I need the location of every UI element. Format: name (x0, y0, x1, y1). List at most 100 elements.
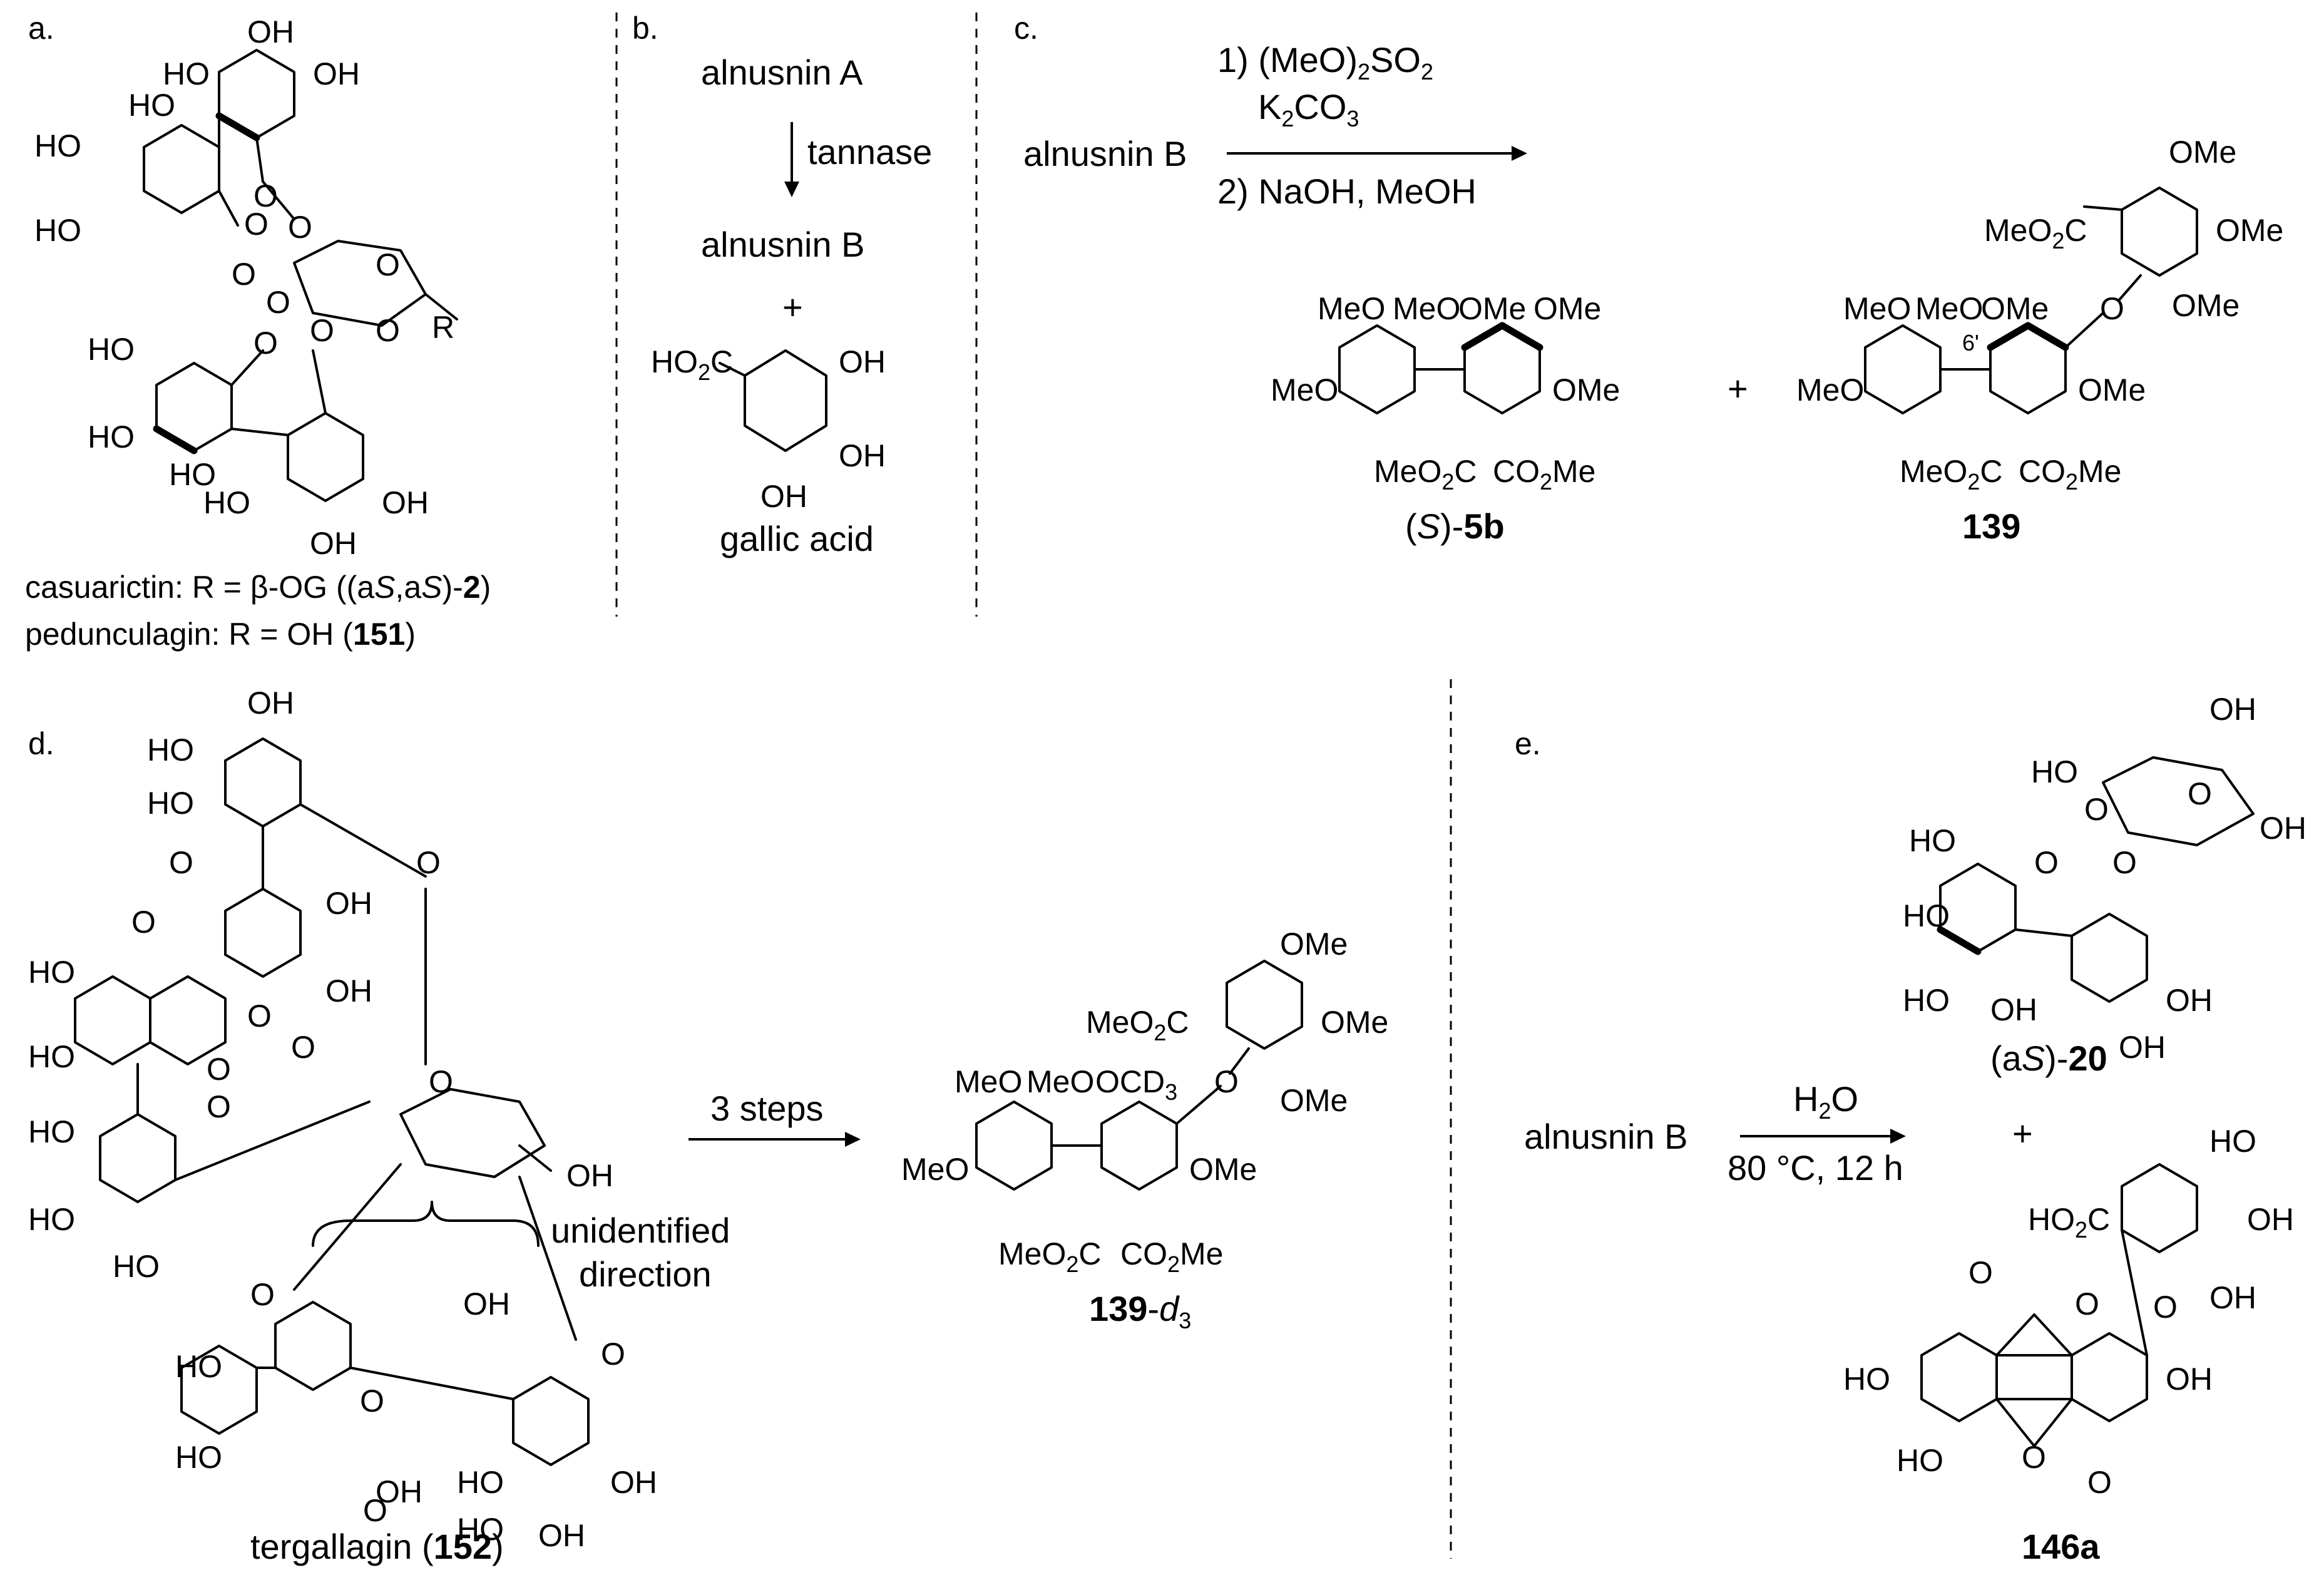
ring-a-bottom-right (287, 412, 364, 502)
ring-d-bottom-right (512, 1376, 590, 1466)
group-label: O (1968, 1255, 1993, 1290)
group-label: HO (203, 485, 250, 520)
group-label: CO2Me (1120, 1236, 1224, 1277)
bold-bond (1937, 926, 1982, 955)
bond (2083, 205, 2123, 211)
group-label: OH (1990, 992, 2037, 1027)
group-label: O (2087, 1465, 2112, 1500)
group-label: O (291, 1030, 315, 1065)
group-label: MeO2C (1984, 213, 2087, 254)
group-label: MeO2C (1900, 454, 2003, 495)
group-label: O (266, 285, 290, 320)
group-label: O (207, 1052, 231, 1087)
group-label: OH (325, 886, 372, 921)
bond (255, 136, 264, 183)
gallic-acid-label: gallic acid (720, 519, 874, 558)
ring-139d3-top (1226, 960, 1303, 1050)
group-label: MeO (1915, 291, 1983, 326)
group-label: MeO (1796, 372, 1864, 408)
group-label: OH (325, 973, 372, 1008)
group-label: OMe (1552, 372, 1620, 408)
group-label: HO (28, 1114, 75, 1149)
group-label: MeO (1026, 1064, 1094, 1099)
group-label: OH (247, 14, 294, 49)
group-label: OH (839, 438, 886, 473)
ring-146a-gallic (2121, 1163, 2198, 1253)
ether-bond (1229, 1047, 1250, 1075)
reagent-step-1b: K2CO3 (1258, 87, 1359, 131)
group-label: O (2188, 776, 2212, 811)
ring-139-left (1864, 324, 1942, 414)
unidentified-label: unidentified (551, 1211, 730, 1250)
bond (312, 349, 327, 414)
reagent-water: H2O (1793, 1079, 1858, 1124)
group-label: OMe (2078, 372, 2146, 408)
ring-5b-left (1338, 324, 1416, 414)
compound-20-label: (aS)-20 (1990, 1039, 2107, 1078)
arrowhead (784, 182, 799, 197)
plus-sign: + (1728, 369, 1748, 408)
group-label: MeO (955, 1064, 1022, 1099)
alnusnin-b-start: alnusnin B (1023, 134, 1187, 173)
biaryl-bond (230, 428, 289, 436)
group-label: O (416, 845, 441, 880)
group-label: HO (28, 955, 75, 990)
arrowhead (1512, 146, 1527, 161)
group-label: O (360, 1383, 384, 1418)
ether-bond (1175, 1085, 1222, 1125)
group-label: MeO2C (1086, 1005, 1189, 1045)
panel-c: c. alnusnin B 1) (MeO)2SO2 K2CO3 2) NaOH… (1014, 11, 2283, 546)
reagent-3-steps: 3 steps (710, 1089, 824, 1128)
group-label: OH (2209, 1280, 2256, 1315)
bold-bond (215, 112, 260, 141)
group-label: OH (2119, 1030, 2166, 1065)
group-label: OH (310, 526, 357, 561)
group-label: OH (313, 56, 360, 91)
group-label: OMe (1458, 291, 1526, 326)
group-label: HO (457, 1465, 504, 1500)
group-label: OMe (2216, 213, 2283, 248)
bold-bond (1461, 322, 1506, 351)
group-label: HO (1843, 1362, 1890, 1397)
group-label: HO (113, 1249, 160, 1284)
group-label: MeO (1318, 291, 1385, 326)
group-label: OH (376, 1474, 422, 1509)
group-label: OMe (1189, 1152, 1257, 1187)
panel-c-label: c. (1014, 11, 1038, 46)
group-label: O (376, 313, 400, 348)
group-label: O (2022, 1440, 2046, 1475)
group-label: HO (88, 419, 135, 454)
group-label: O (2153, 1290, 2178, 1325)
ring-139d3-right (1100, 1100, 1178, 1191)
group-label: HO (2031, 754, 2078, 789)
unidentified-bracket (312, 1201, 540, 1247)
group-label: HO (169, 457, 216, 492)
ether-bond (349, 1367, 514, 1400)
panel-b: b. alnusnin A tannase alnusnin B + HO2C … (632, 11, 932, 558)
group-label: O (232, 257, 256, 292)
group-label: OMe (1321, 1005, 1388, 1040)
gallic-acid-ring (744, 349, 827, 452)
group-label: O (247, 998, 272, 1034)
group-label: HO (147, 732, 194, 767)
reagent-step-1: 1) (MeO)2SO2 (1217, 40, 1433, 85)
bond (262, 180, 295, 220)
bond (230, 349, 264, 386)
group-label: OH (382, 485, 429, 520)
group-label: OMe (1533, 291, 1601, 326)
panel-a: a. OH HO OH HO HO HO O O O O O O O O O H (25, 11, 491, 652)
ring-d-core-3 (74, 975, 151, 1065)
group-label: O (207, 1089, 231, 1124)
bond (218, 190, 239, 227)
group-label: MeO (1271, 372, 1338, 408)
group-label: O (244, 207, 269, 242)
group-label: HO (1903, 898, 1950, 933)
sugar-ring-d (399, 1088, 546, 1178)
group-label: OH (2166, 1362, 2213, 1397)
group-label: OMe (2169, 135, 2236, 170)
group-label: CO2Me (1493, 454, 1596, 495)
reagent-tannase: tannase (807, 132, 932, 172)
group-label: O (2075, 1286, 2099, 1321)
group-label: O (1214, 1064, 1239, 1099)
ring-d-core-1 (224, 888, 302, 978)
